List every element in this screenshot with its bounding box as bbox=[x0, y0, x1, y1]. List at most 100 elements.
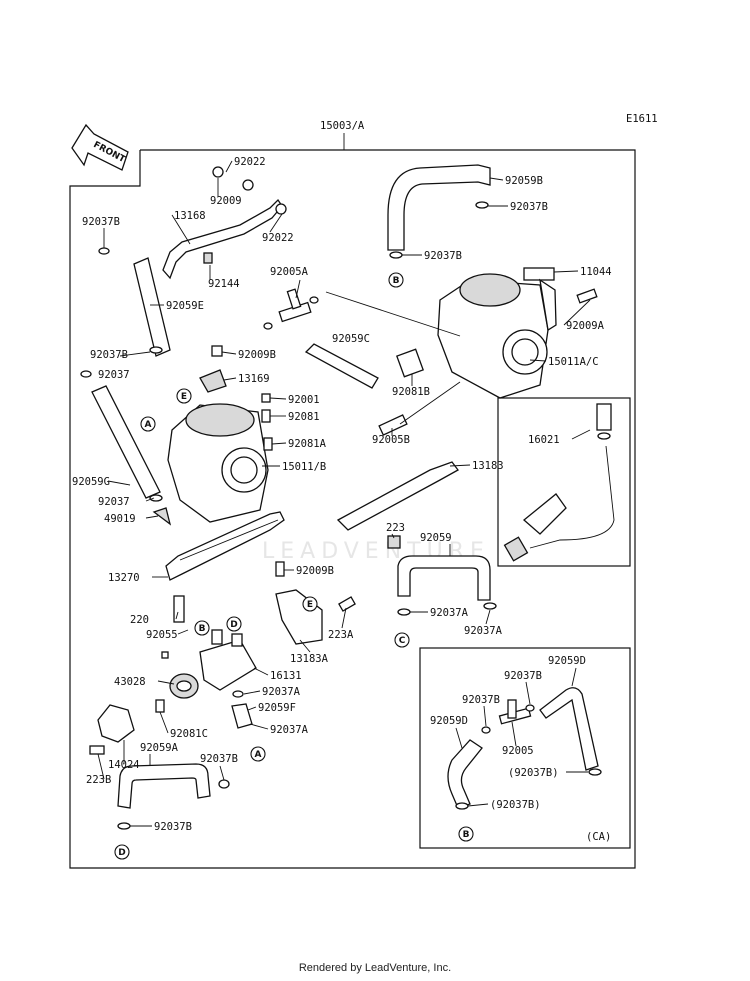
svg-text:B: B bbox=[199, 624, 206, 634]
ca-box-label: (CA) bbox=[586, 831, 611, 843]
part-labels: 92022 92009 92022 13168 92037B 92144 920… bbox=[72, 156, 612, 833]
part-label: 92009A bbox=[566, 320, 605, 332]
svg-text:B: B bbox=[393, 276, 400, 286]
part-label: 92081C bbox=[170, 728, 208, 740]
part-label: 223B bbox=[86, 774, 111, 786]
callout-circle: E bbox=[176, 388, 192, 404]
hose-92059 bbox=[397, 555, 491, 601]
callout-circle: A bbox=[140, 416, 156, 432]
plate-13183 bbox=[336, 461, 459, 531]
assembly-ref: 15003/A bbox=[320, 120, 365, 132]
part-label: 92037B bbox=[510, 201, 548, 213]
leader-lines bbox=[97, 160, 591, 827]
tube-92059G bbox=[91, 385, 161, 499]
callout-circle: B bbox=[194, 620, 210, 636]
main-frame bbox=[69, 149, 636, 869]
ca-box bbox=[419, 647, 631, 849]
part-label: 13270 bbox=[108, 572, 140, 584]
part-label: 15011A/C bbox=[548, 356, 599, 368]
part-label: 49019 bbox=[104, 513, 136, 525]
hose-92059D-right bbox=[539, 687, 599, 771]
part-label: 92037B bbox=[82, 216, 120, 228]
part-label: 92081 bbox=[288, 411, 320, 423]
part-label: 92005B bbox=[372, 434, 410, 446]
part-label: 92055 bbox=[146, 629, 178, 641]
part-label: 92037B bbox=[504, 670, 542, 682]
carburetor-15011A-C bbox=[437, 267, 557, 399]
part-label: 92059G bbox=[72, 476, 110, 488]
part-label: (92037B) bbox=[490, 799, 541, 811]
part-label: 13183A bbox=[290, 653, 329, 665]
svg-text:A: A bbox=[145, 420, 152, 430]
callout-circle: A bbox=[250, 746, 266, 762]
fitting-92005A bbox=[263, 288, 319, 330]
part-label: 92005A bbox=[270, 266, 309, 278]
fitting-92005 bbox=[498, 699, 532, 725]
hose-92059D-left bbox=[447, 739, 483, 809]
part-label: 92037B bbox=[154, 821, 192, 833]
hose-92059A bbox=[117, 763, 211, 809]
part-label: 92059F bbox=[258, 702, 296, 714]
part-label: 220 bbox=[130, 614, 149, 626]
part-label: 92037A bbox=[270, 724, 309, 736]
callout-circle: D bbox=[114, 844, 130, 860]
part-label: 92037A bbox=[262, 686, 301, 698]
front-arrow-icon: FRONT bbox=[71, 123, 129, 171]
part-label: 15011/B bbox=[282, 461, 326, 473]
callout-circle: B bbox=[388, 272, 404, 288]
part-label: 92037B bbox=[462, 694, 500, 706]
svg-text:D: D bbox=[118, 848, 125, 858]
coasting-valve-16131 bbox=[199, 629, 257, 691]
part-label: 13169 bbox=[238, 373, 270, 385]
part-label: 13168 bbox=[174, 210, 206, 222]
part-label: 92081A bbox=[288, 438, 327, 450]
part-label: 92059D bbox=[430, 715, 468, 727]
part-label: 92059D bbox=[548, 655, 586, 667]
hose-92059B bbox=[387, 164, 491, 251]
cable-inset-box bbox=[497, 397, 631, 567]
part-label: 92009B bbox=[238, 349, 276, 361]
part-label: 92037B bbox=[424, 250, 462, 262]
part-label: 92059 bbox=[420, 532, 452, 544]
part-label: 92059A bbox=[140, 742, 179, 754]
part-label: 92001 bbox=[288, 394, 320, 406]
part-label: 14024 bbox=[108, 759, 140, 771]
callout-circle: D bbox=[226, 616, 242, 632]
footer-credit: Rendered by LeadVenture, Inc. bbox=[298, 962, 452, 974]
diagram-code: E1611 bbox=[626, 113, 658, 125]
part-label: 92059C bbox=[332, 333, 370, 345]
callout-circle: C bbox=[394, 632, 410, 648]
part-label: 92037A bbox=[430, 607, 469, 619]
part-label: 92022 bbox=[262, 232, 294, 244]
part-label: 92059B bbox=[505, 175, 543, 187]
part-label: 16021 bbox=[528, 434, 560, 446]
part-label: 223A bbox=[328, 629, 354, 641]
svg-text:E: E bbox=[181, 392, 187, 402]
part-label: 92037B bbox=[200, 753, 238, 765]
part-label: 92009B bbox=[296, 565, 334, 577]
svg-text:D: D bbox=[230, 620, 237, 630]
part-label: 92005 bbox=[502, 745, 534, 757]
carburetor-15011-B bbox=[167, 403, 269, 523]
part-label: (92037B) bbox=[508, 767, 559, 779]
part-label: 92037 bbox=[98, 496, 130, 508]
tube-92059E bbox=[133, 257, 171, 357]
part-label: 16131 bbox=[270, 670, 302, 682]
part-label: 92081B bbox=[392, 386, 430, 398]
callout-circle: B bbox=[458, 826, 474, 842]
part-label: 43028 bbox=[114, 676, 146, 688]
svg-text:B: B bbox=[463, 830, 470, 840]
part-label: 223 bbox=[386, 522, 405, 534]
plate-13270 bbox=[165, 511, 285, 581]
part-label: 92009 bbox=[210, 195, 242, 207]
part-label: 13183 bbox=[472, 460, 504, 472]
callout-circle: E bbox=[302, 596, 318, 612]
svg-text:A: A bbox=[255, 750, 262, 760]
part-label: 92037B bbox=[90, 349, 128, 361]
part-label: 92022 bbox=[234, 156, 266, 168]
part-label: 92059E bbox=[166, 300, 204, 312]
svg-text:C: C bbox=[399, 636, 406, 646]
svg-text:E: E bbox=[307, 600, 313, 610]
callout-markers: E A B D E B C A D B bbox=[114, 272, 474, 860]
